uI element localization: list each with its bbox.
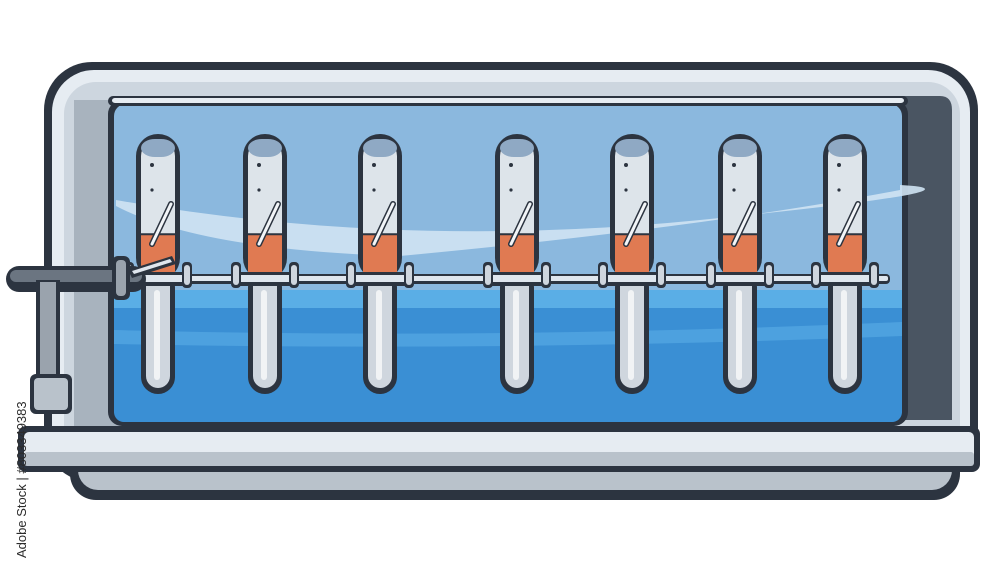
test-tube: [811, 134, 879, 394]
test-tube: [231, 134, 299, 394]
test-tube: [346, 134, 414, 394]
test-tube: [598, 134, 666, 394]
test-tube: [706, 134, 774, 394]
test-tube-rack: [124, 134, 879, 394]
stock-watermark-text: Adobe Stock | #803349383: [14, 401, 29, 558]
test-tube: [483, 134, 551, 394]
inlet-pipe: [6, 256, 176, 414]
base-tray: [18, 426, 980, 500]
